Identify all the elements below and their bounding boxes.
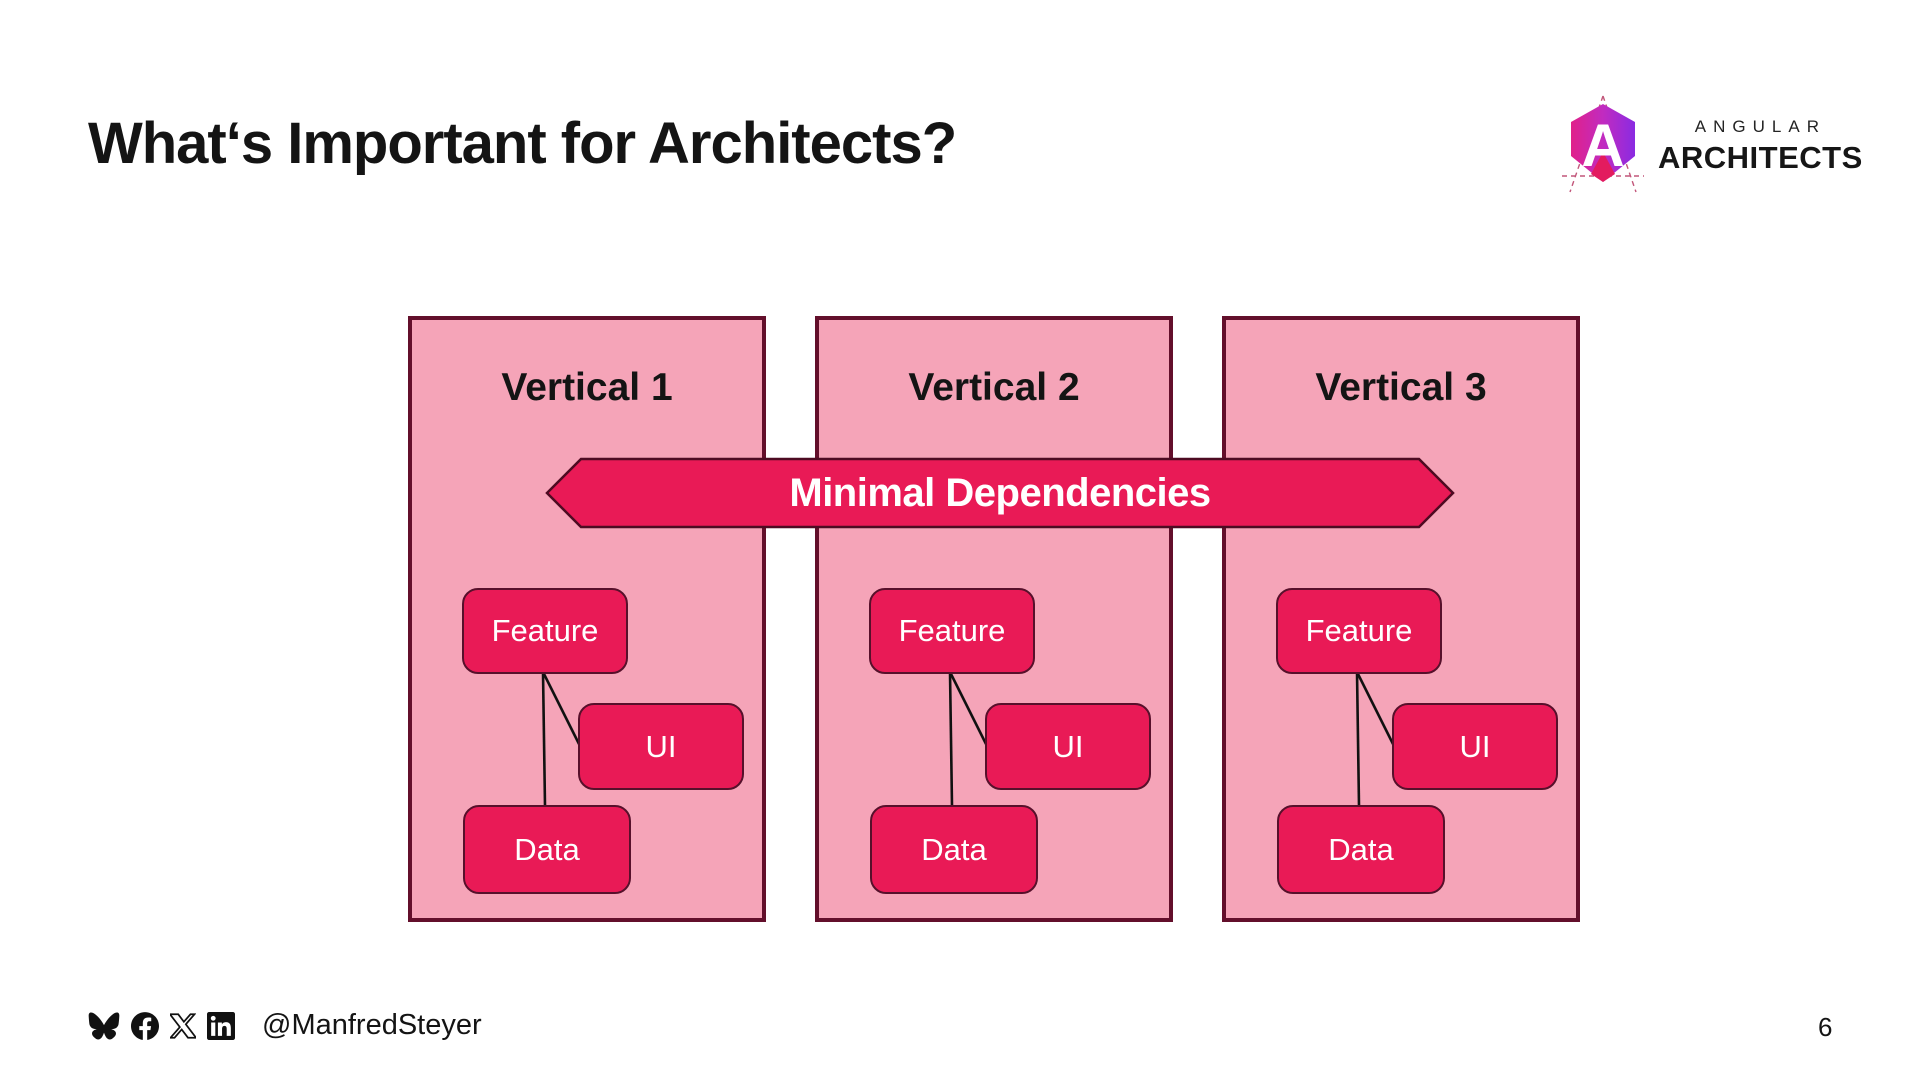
footer: @ManfredSteyer (88, 1009, 482, 1042)
x-icon (170, 1012, 196, 1039)
page-title: What‘s Important for Architects? (88, 111, 957, 176)
angular-architects-logo: A ANGULAR ARCHITECTS (1560, 92, 1863, 194)
ui-node-label: UI (645, 728, 677, 764)
ui-node: UI (985, 703, 1151, 790)
vertical-1-label: Vertical 1 (501, 366, 673, 409)
vertical-2-connector-lines (948, 671, 989, 807)
facebook-icon (131, 1011, 159, 1040)
vertical-3-label: Vertical 3 (1315, 366, 1487, 409)
data-node-label: Data (921, 831, 987, 867)
author-handle: @ManfredSteyer (262, 1009, 482, 1041)
data-node: Data (870, 805, 1038, 894)
data-node-label: Data (1328, 831, 1394, 867)
feature-node-label: Feature (1305, 613, 1413, 648)
angular-architects-logo-icon: A (1562, 95, 1644, 193)
vertical-2-label: Vertical 2 (908, 366, 1080, 409)
vertical-2-panel: Vertical 2 Feature UI Data (815, 316, 1173, 922)
bluesky-icon (88, 1012, 120, 1040)
ui-node: UI (578, 703, 744, 790)
logo-text-angular: ANGULAR (1694, 116, 1826, 136)
vertical-1-connector-lines (541, 671, 582, 807)
feature-node: Feature (869, 588, 1035, 674)
data-node-label: Data (514, 831, 580, 867)
feature-node-label: Feature (898, 613, 1006, 648)
vertical-1-panel: Vertical 1 Feature UI Data (408, 316, 766, 922)
vertical-3-connector-lines (1355, 671, 1396, 807)
double-arrow-shape (545, 457, 1455, 529)
logo-wordmark: ANGULAR ARCHITECTS (1658, 117, 1863, 176)
ui-node-label: UI (1459, 728, 1491, 764)
linkedin-icon (207, 1011, 235, 1040)
logo-text-architects: ARCHITECTS (1658, 139, 1863, 175)
data-node: Data (463, 805, 631, 894)
ui-node-label: UI (1052, 728, 1084, 764)
feature-node: Feature (462, 588, 628, 674)
feature-node: Feature (1276, 588, 1442, 674)
svg-text:A: A (1581, 112, 1624, 179)
minimal-dependencies-label: Minimal Dependencies (789, 470, 1211, 515)
page-number: 6 (1818, 1012, 1833, 1042)
minimal-dependencies-arrow: Minimal Dependencies (545, 457, 1455, 529)
ui-node: UI (1392, 703, 1558, 790)
vertical-3-panel: Vertical 3 Feature UI Data (1222, 316, 1580, 922)
data-node: Data (1277, 805, 1445, 894)
feature-node-label: Feature (491, 613, 599, 648)
